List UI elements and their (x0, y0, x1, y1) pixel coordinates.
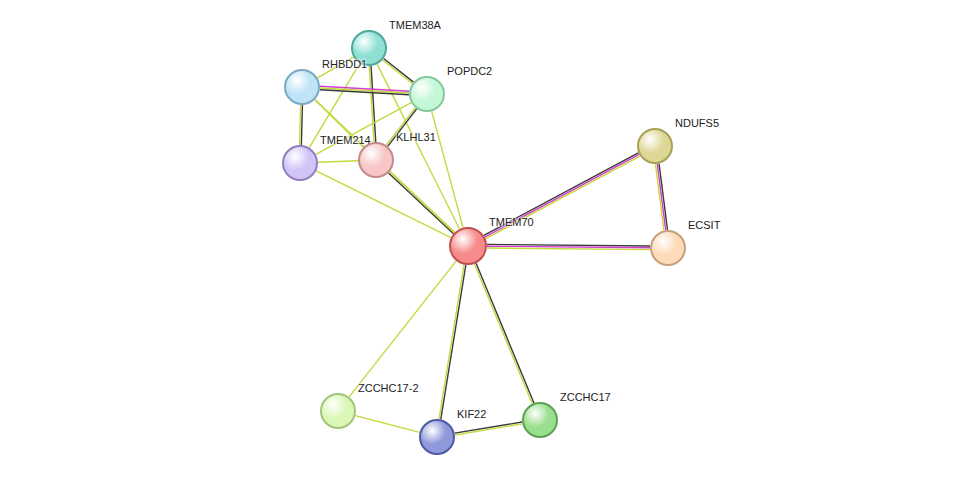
interaction-edge (377, 64, 459, 229)
interaction-edge (484, 153, 640, 239)
interaction-edge (655, 164, 667, 231)
protein-node: ZCCHC17-2 (320, 393, 356, 429)
evidence-line (320, 90, 409, 95)
protein-node: POPDC2 (409, 76, 445, 112)
evidence-line (455, 422, 522, 433)
interaction-edge (369, 66, 376, 142)
evidence-line (383, 60, 413, 84)
node-label: TMEM38A (389, 19, 441, 32)
evidence-line (349, 261, 456, 397)
interaction-edge (487, 244, 650, 249)
interaction-edge (432, 111, 463, 227)
evidence-line (485, 154, 639, 237)
interaction-edge (320, 86, 409, 95)
evidence-line (301, 105, 302, 145)
protein-node: TMEM214 (282, 145, 318, 181)
node-label: ZCCHC17 (560, 391, 611, 404)
node-label: NDUFS5 (675, 117, 719, 130)
interaction-edge (300, 105, 303, 145)
evidence-line (369, 66, 374, 142)
evidence-line (487, 248, 650, 250)
evidence-line (300, 105, 301, 145)
evidence-line (476, 263, 534, 403)
evidence-line (384, 58, 414, 82)
evidence-line (377, 64, 459, 229)
evidence-line (355, 416, 419, 433)
node-label: KIF22 (457, 408, 486, 421)
protein-node: NDUFS5 (637, 128, 673, 164)
evidence-line (657, 164, 665, 230)
node-label: ECSIT (688, 219, 720, 232)
evidence-line (389, 173, 454, 234)
interaction-edge (455, 422, 523, 435)
evidence-line (318, 161, 358, 163)
evidence-line (316, 171, 451, 238)
interaction-edge (383, 58, 414, 83)
protein-node: KIF22 (419, 419, 455, 455)
node-label: KLHL31 (396, 131, 436, 144)
interaction-edge (349, 261, 456, 397)
evidence-line (441, 265, 466, 419)
evidence-line (484, 153, 638, 236)
node-label: ZCCHC17-2 (358, 382, 419, 395)
interaction-edge (439, 265, 466, 420)
protein-node: RHBDD1 (284, 69, 320, 105)
evidence-line (439, 265, 464, 419)
protein-node: ECSIT (650, 230, 686, 266)
protein-node: ZCCHC17 (522, 402, 558, 438)
evidence-line (655, 164, 663, 230)
interaction-edge (474, 263, 534, 403)
protein-node: TMEM70 (449, 227, 487, 265)
interaction-edge (316, 171, 451, 238)
protein-node: KLHL31 (358, 142, 394, 178)
evidence-line (455, 424, 522, 435)
evidence-line (486, 156, 640, 239)
node-label: TMEM70 (489, 216, 534, 229)
node-label: TMEM214 (320, 134, 371, 147)
interaction-edge (318, 161, 358, 163)
node-label: RHBDD1 (322, 58, 367, 71)
evidence-line (315, 99, 454, 232)
evidence-line (474, 264, 532, 404)
interaction-edge (315, 99, 454, 232)
evidence-line (432, 111, 463, 227)
interaction-edge (355, 416, 419, 433)
node-label: POPDC2 (447, 65, 492, 78)
